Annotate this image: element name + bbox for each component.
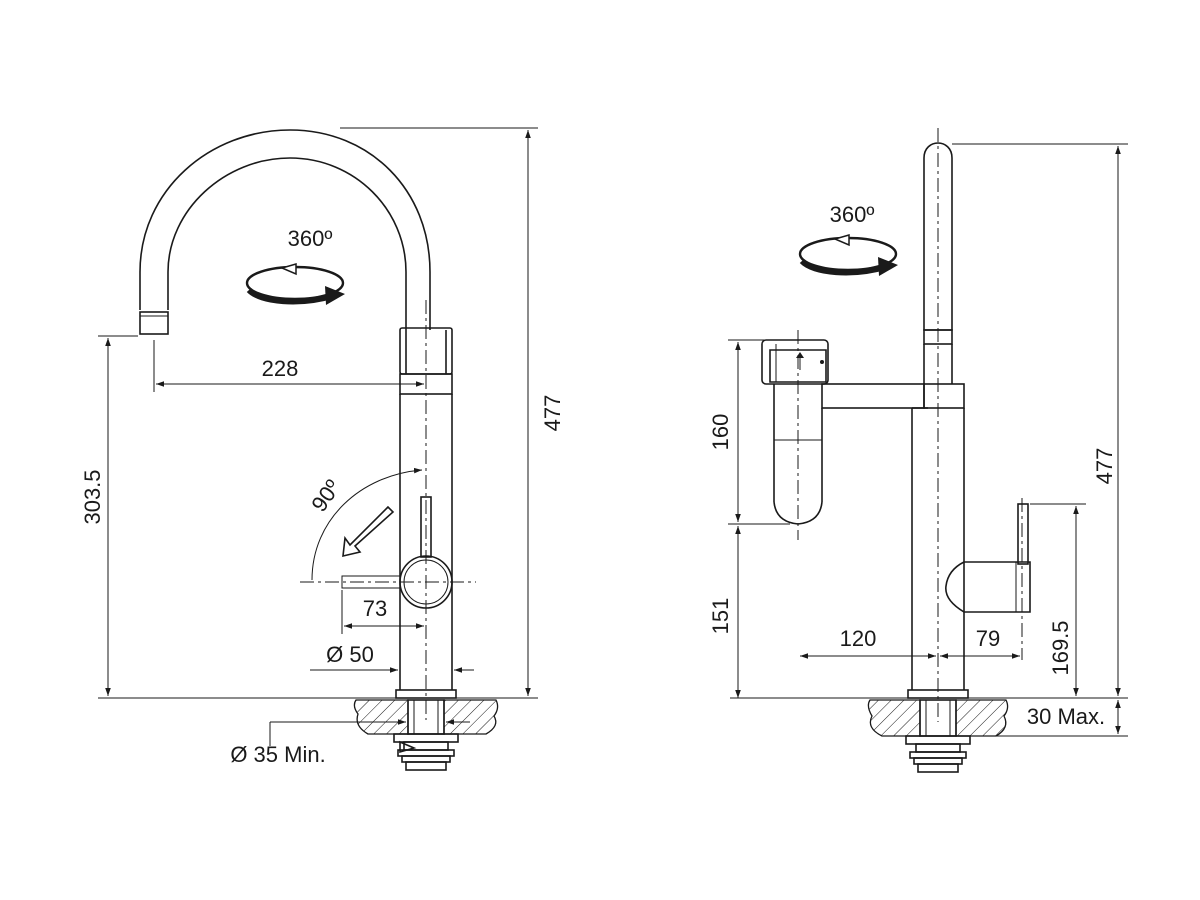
front-handle-reach-value: 73 — [363, 596, 387, 621]
side-dim-head-length — [728, 339, 790, 525]
side-head-offset-value: 120 — [840, 626, 877, 651]
front-hole-diameter-value: Ø 35 Min. — [230, 742, 325, 767]
front-body-diameter-value: Ø 50 — [326, 642, 374, 667]
front-dim-total-height — [340, 127, 538, 696]
side-view: 360º 160 151 477 169.5 120 — [708, 128, 1128, 773]
front-rotation-icon — [245, 263, 345, 305]
side-handle-offset-value: 79 — [976, 626, 1000, 651]
side-deck-thickness-value: 30 Max. — [1027, 704, 1105, 729]
front-dim-handle-reach — [341, 590, 424, 634]
side-dim-total-height — [952, 143, 1128, 696]
side-rotation-label: 360º — [830, 202, 875, 227]
front-total-height-value: 477 — [540, 395, 565, 432]
front-dim-spout-height — [98, 335, 138, 696]
front-dim-spout-reach — [153, 340, 424, 392]
front-rotation-label: 360º — [288, 226, 333, 251]
front-view: 360º 90º 228 303.5 477 — [80, 127, 565, 771]
side-handle-height-value: 169.5 — [1048, 620, 1073, 675]
front-tilt-label: 90º — [306, 475, 345, 516]
front-spout — [139, 129, 431, 335]
side-dim-deck-thickness — [730, 697, 1128, 737]
front-deck-section — [353, 699, 499, 735]
side-column — [907, 142, 969, 699]
side-pullout-head — [761, 339, 925, 525]
side-handle — [945, 503, 1031, 613]
front-spout-reach-value: 228 — [262, 356, 299, 381]
side-head-height-value: 151 — [708, 598, 733, 635]
front-handle — [300, 496, 476, 609]
side-rotation-icon — [798, 234, 898, 276]
front-tilt-indicator — [311, 467, 423, 581]
side-dim-handle-height — [1030, 503, 1086, 696]
front-dim-hole-diameter — [269, 719, 470, 746]
side-head-length-value: 160 — [708, 414, 733, 451]
side-deck-section — [867, 699, 1009, 737]
side-total-height-value: 477 — [1092, 448, 1117, 485]
side-mounting-shank — [905, 699, 971, 773]
front-mounting-shank — [393, 699, 459, 771]
front-spout-height-value: 303.5 — [80, 469, 105, 524]
